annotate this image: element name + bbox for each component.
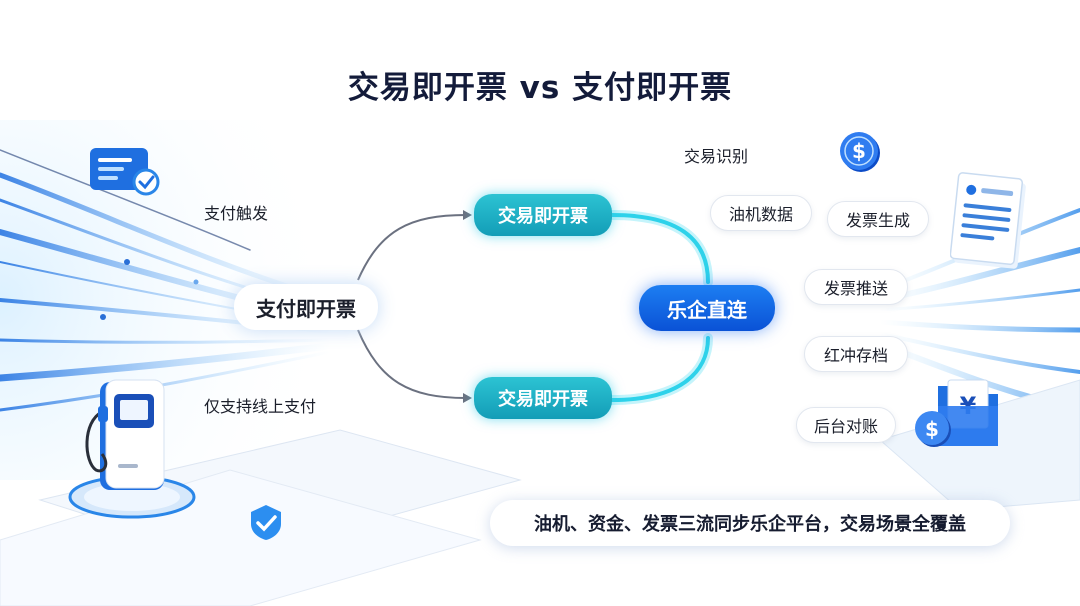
label-payment-trigger: 支付触发: [204, 204, 269, 223]
item-invoice-push: 发票推送: [804, 269, 908, 305]
node-payment-invoice: 支付即开票: [234, 284, 378, 330]
check-shield-icon: [251, 505, 281, 540]
node-leqi-direct: 乐企直连: [639, 285, 775, 331]
label-trade-recognition: 交易识别: [684, 147, 749, 166]
yen-folder-icon: ¥ $: [915, 379, 998, 447]
item-pump-data: 油机数据: [710, 195, 812, 231]
item-backend-reconcile: 后台对账: [796, 407, 896, 443]
page-title: 交易即开票 vs 支付即开票: [347, 70, 733, 106]
invoice-document-icon: [950, 172, 1026, 269]
document-check-icon: [90, 148, 160, 196]
node-trade-invoice-bottom: 交易即开票: [474, 377, 612, 419]
label-online-only: 仅支持线上支付: [204, 397, 317, 416]
svg-text:$: $: [925, 417, 939, 441]
bottom-banner: 油机、资金、发票三流同步乐企平台，交易场景全覆盖: [490, 500, 1010, 546]
node-trade-invoice-top: 交易即开票: [474, 194, 612, 236]
fuel-pump-icon: [68, 379, 196, 519]
item-invoice-generate: 发票生成: [827, 201, 929, 237]
dollar-coin-icon: $: [840, 132, 880, 172]
svg-text:$: $: [852, 139, 866, 163]
item-red-archive: 红冲存档: [804, 336, 908, 372]
